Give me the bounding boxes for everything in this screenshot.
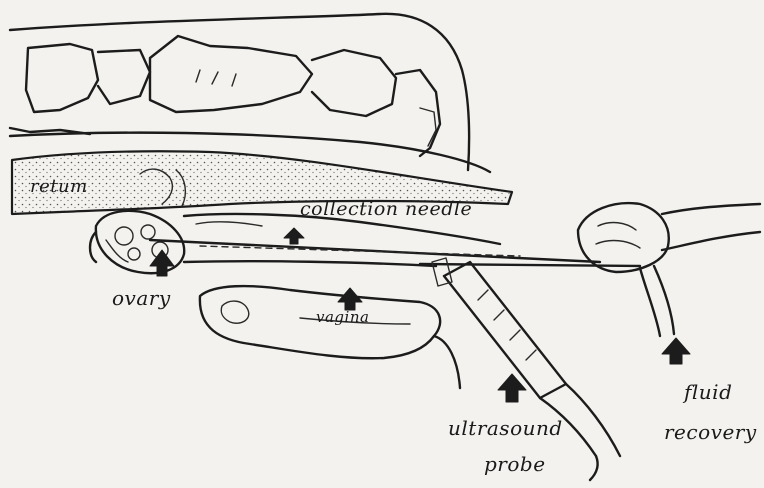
pelvic-tissue xyxy=(184,214,500,266)
vagina-shape xyxy=(200,286,460,388)
probe-arrow-icon xyxy=(498,374,526,402)
label-rectum: retum xyxy=(30,176,88,197)
ultrasound-probe xyxy=(432,258,620,480)
hand-shape xyxy=(578,203,760,336)
needle-arrow-icon xyxy=(284,228,304,244)
label-collection-needle: collection needle xyxy=(300,198,472,220)
vagina-arrow-icon xyxy=(338,288,362,310)
fluid-arrow-icon xyxy=(662,338,690,364)
label-ultrasound: ultrasound xyxy=(448,416,563,440)
label-vagina: vagina xyxy=(316,308,369,326)
label-fluid: fluid xyxy=(684,380,732,404)
label-probe: probe xyxy=(484,452,546,476)
label-ovary: ovary xyxy=(112,286,171,310)
label-recovery: recovery xyxy=(664,420,757,444)
